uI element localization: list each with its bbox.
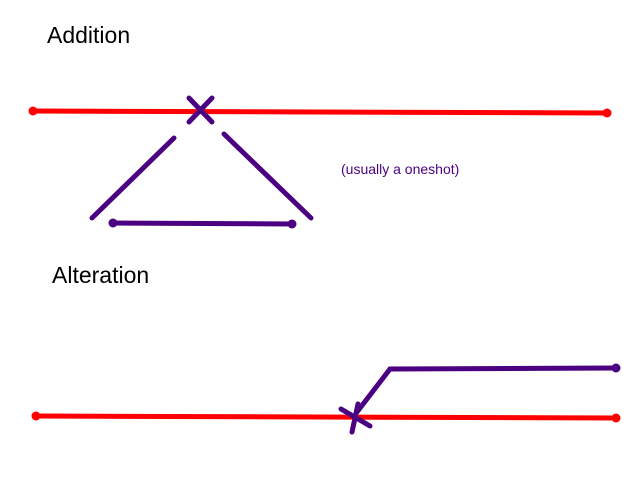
addition-base-end-dot <box>287 219 297 229</box>
alteration-timeline-line <box>33 413 619 421</box>
addition-timeline-end-dot <box>602 108 612 118</box>
addition-branch-point-x-mark <box>186 95 215 125</box>
addition-timeline-start-dot <box>28 106 38 116</box>
oneshot-note: (usually a oneshot) <box>341 161 460 177</box>
alteration-timeline-start-dot <box>31 411 41 421</box>
addition-timeline <box>28 106 612 118</box>
addition-left-edge <box>89 135 177 221</box>
addition-base-start-dot <box>108 218 118 228</box>
alteration-branch-line <box>387 365 619 372</box>
alteration-diverging-segment <box>354 366 393 415</box>
alteration-title: Alteration <box>52 262 150 288</box>
alteration-timeline <box>31 411 621 423</box>
alteration-timeline-end-dot <box>611 413 621 423</box>
addition-branch <box>89 95 314 229</box>
alteration-branch <box>338 363 621 435</box>
addition-right-edge <box>221 131 314 221</box>
alteration-branch-end-dot <box>611 363 621 373</box>
addition-title: Addition <box>47 22 131 48</box>
addition-base-line <box>110 220 295 227</box>
addition-timeline-line <box>30 108 610 116</box>
